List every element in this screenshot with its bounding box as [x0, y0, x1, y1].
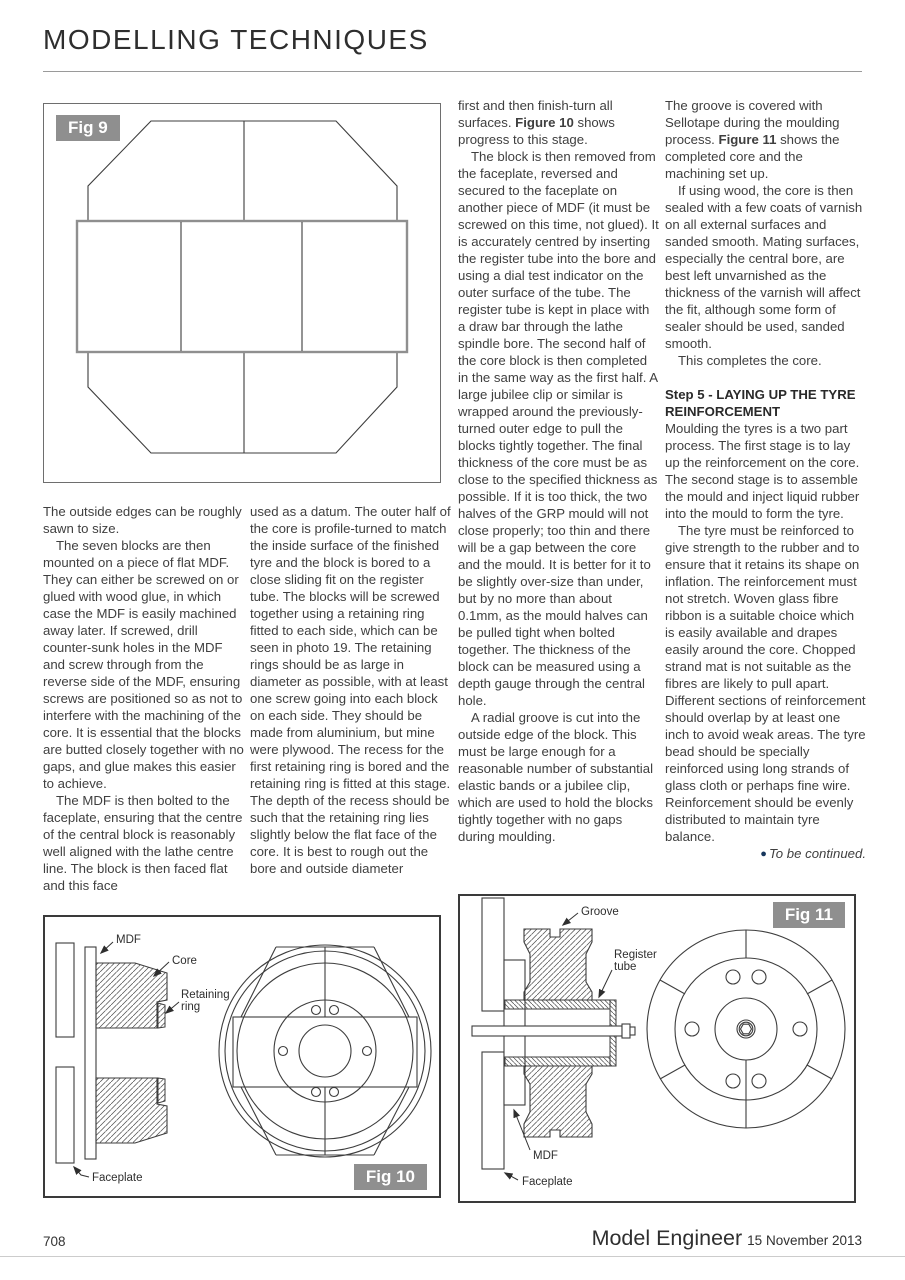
fig11-front-view [646, 929, 846, 1129]
to-be-continued: ●To be continued. [760, 846, 866, 861]
fig11-label-register-1: Register [614, 949, 657, 961]
fig10-core-drawing: MDF Core Retaining ring Faceplate [55, 934, 432, 1184]
magazine-name: Model Engineer [591, 1226, 743, 1250]
fig11-machining-setup-drawing: Groove Register tube MDF Faceplate [471, 897, 846, 1188]
fig10-label-retaining-2: ring [181, 1001, 200, 1013]
text-column-1: The outside edges can be roughly sawn to… [43, 503, 244, 894]
paragraph: The MDF is then bolted to the faceplate,… [43, 793, 243, 893]
fig10-label-retaining-1: Retaining [181, 989, 230, 1001]
fig10-label-faceplate: Faceplate [92, 1172, 143, 1184]
paragraph: used as a datum. The outer half of the c… [250, 504, 451, 876]
section-heading: Step 5 - LAYING UP THE TYRE REINFORCEMEN… [665, 387, 856, 419]
text-column-4: The groove is covered with Sellotape dur… [665, 97, 866, 863]
figure-11: Groove Register tube MDF Faceplate Fig 1… [458, 894, 856, 1203]
paragraph: Moulding the tyres is a two part process… [665, 421, 860, 521]
fig11-label-groove: Groove [581, 906, 619, 918]
page-title: MODELLING TECHNIQUES [43, 24, 429, 55]
paragraph: If using wood, the core is then sealed w… [665, 183, 863, 351]
figure-9-label: Fig 9 [56, 115, 120, 141]
figure-10: MDF Core Retaining ring Faceplate Fig 10 [43, 915, 441, 1198]
magazine-footer: Model Engineer 15 November 2013 [592, 1226, 862, 1251]
figure-11-label: Fig 11 [772, 902, 845, 928]
fig9-block-diagram [75, 120, 409, 454]
paragraph: first and then finish-turn all surfaces.… [458, 98, 615, 147]
paragraph: A radial groove is cut into the outside … [458, 710, 654, 844]
figure-10-reference: Figure 10 [515, 115, 574, 130]
bullet-icon: ● [760, 848, 767, 860]
figure-10-label: Fig 10 [353, 1164, 427, 1190]
fig11-label-register-2: tube [614, 961, 636, 973]
issue-date: 15 November 2013 [747, 1233, 862, 1248]
page-number: 708 [43, 1234, 66, 1249]
header-rule [43, 71, 862, 72]
paragraph: The outside edges can be roughly sawn to… [43, 504, 242, 536]
paragraph: The block is then removed from the facep… [458, 149, 659, 708]
text-column-3: first and then finish-turn all surfaces.… [458, 97, 659, 845]
fig10-label-mdf: MDF [116, 934, 141, 946]
paragraph: The tyre must be reinforced to give stre… [665, 523, 866, 844]
fig9-seven-blocks [75, 120, 409, 454]
fig11-cross-section [471, 897, 636, 1170]
fig10-annotations: MDF Core Retaining ring Faceplate [73, 934, 230, 1184]
paragraph: The seven blocks are then mounted on a p… [43, 538, 244, 791]
fig11-label-mdf: MDF [533, 1150, 558, 1162]
fig10-front-view [218, 944, 432, 1158]
paragraph: The groove is covered with Sellotape dur… [665, 98, 840, 181]
fig10-cross-section [55, 942, 168, 1164]
fig11-annotations: Groove Register tube MDF Faceplate [503, 906, 657, 1188]
paragraph: This completes the core. [678, 353, 822, 368]
figure-11-reference: Figure 11 [718, 132, 777, 147]
fig11-label-faceplate: Faceplate [522, 1176, 573, 1188]
figure-9: Fig 9 [43, 103, 441, 483]
footer-rule [0, 1256, 905, 1257]
text-column-2: used as a datum. The outer half of the c… [250, 503, 451, 877]
fig10-label-core: Core [172, 955, 197, 967]
